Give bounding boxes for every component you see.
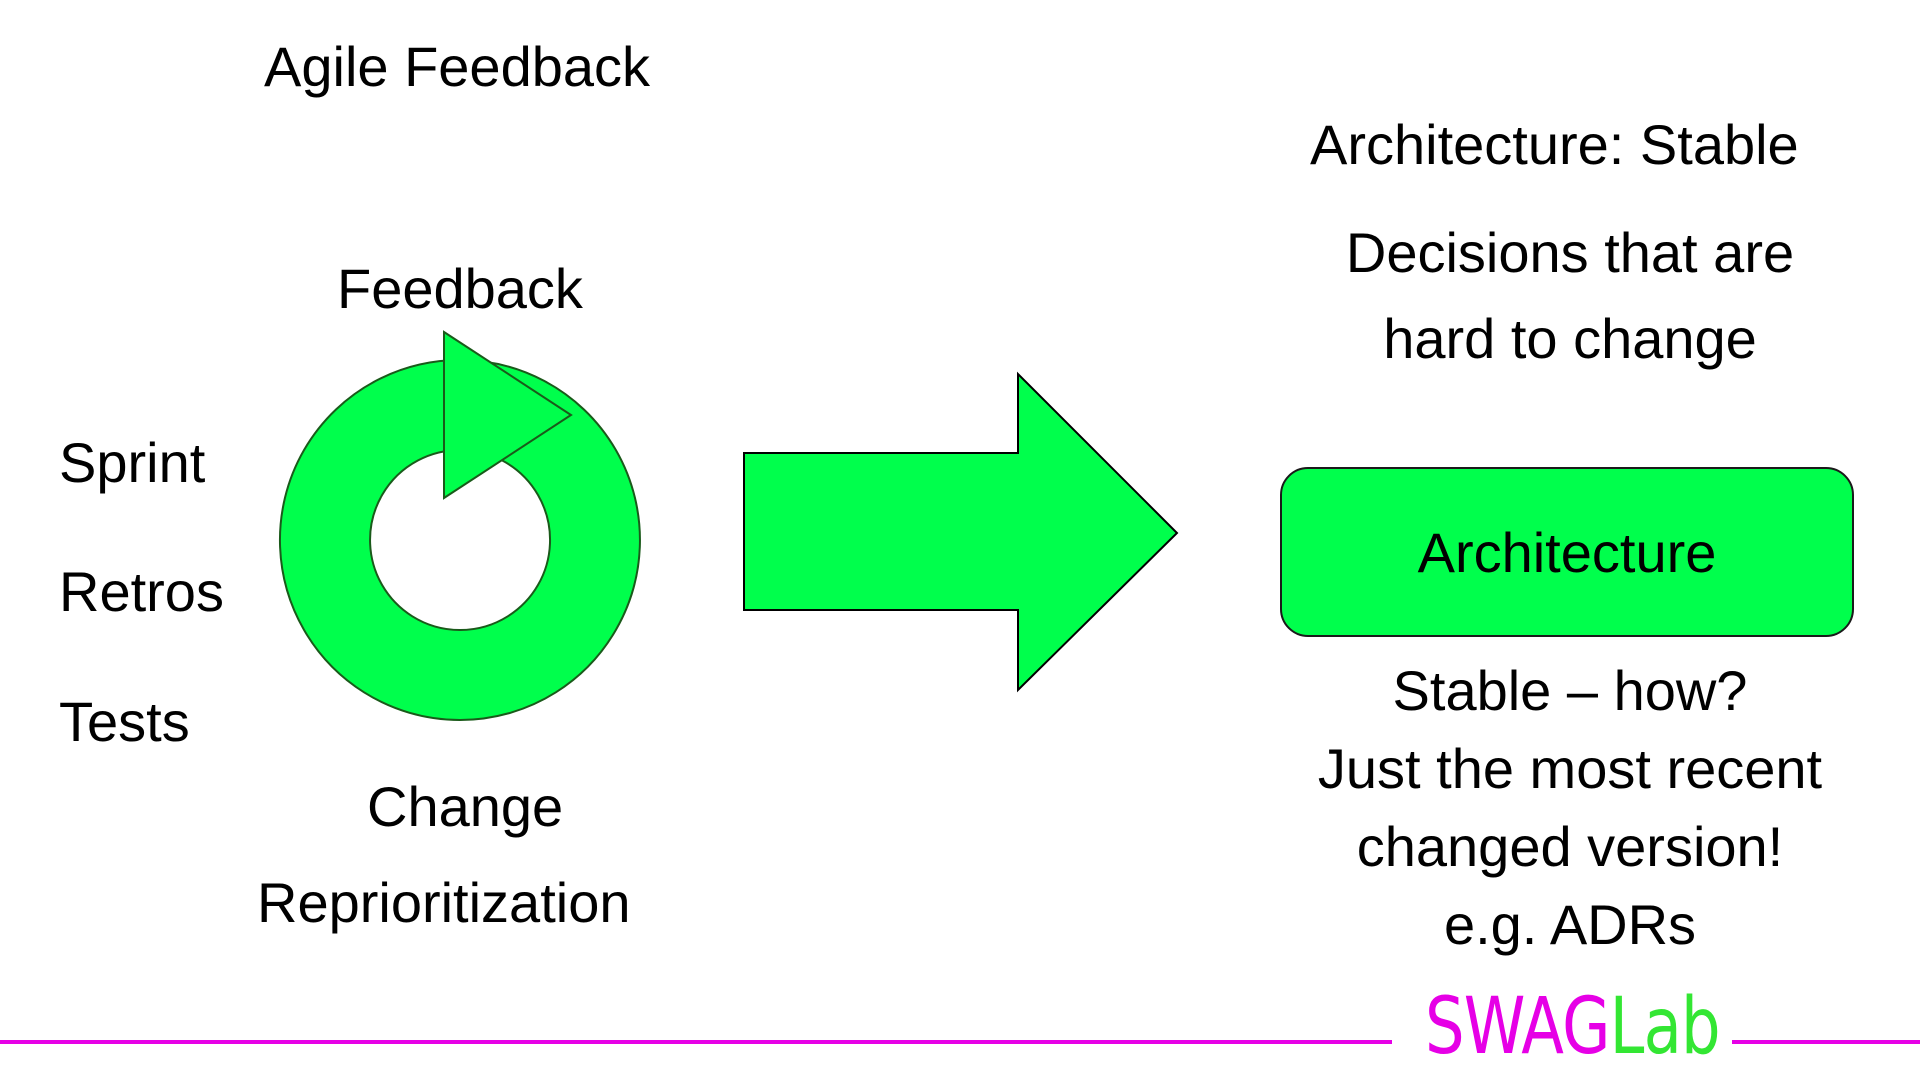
architecture-subtitle: Decisions that are hard to change bbox=[1280, 210, 1860, 382]
loop-side-label-retros: Retros bbox=[59, 560, 224, 623]
subtitle-line: Decisions that are bbox=[1345, 221, 1795, 284]
transition-arrow bbox=[743, 371, 1179, 693]
loop-label-change: Change bbox=[367, 775, 564, 838]
swaglab-logo: SWAGLab bbox=[1425, 988, 1721, 1066]
feedback-cycle-arrowhead bbox=[443, 330, 573, 500]
slide-title: Agile Feedback bbox=[264, 35, 651, 98]
logo-swag-text: SWAG bbox=[1425, 982, 1610, 1072]
note-line: Just the most recent bbox=[1317, 737, 1823, 800]
logo-lab-text: Lab bbox=[1609, 982, 1721, 1072]
note-line: changed version! bbox=[1356, 815, 1784, 878]
loop-side-label-tests: Tests bbox=[59, 690, 190, 753]
subtitle-line: hard to change bbox=[1383, 307, 1757, 370]
feedback-cycle-ring bbox=[279, 359, 641, 721]
note-line: Stable – how? bbox=[1392, 659, 1748, 722]
architecture-notes: Stable – how? Just the most recent chang… bbox=[1280, 652, 1860, 964]
loop-label-reprioritization: Reprioritization bbox=[257, 871, 631, 934]
footer-divider-right bbox=[1732, 1040, 1920, 1044]
loop-side-label-sprint: Sprint bbox=[59, 431, 206, 494]
architecture-heading: Architecture: Stable bbox=[1310, 113, 1799, 176]
architecture-box: Architecture bbox=[1280, 467, 1854, 637]
architecture-box-label: Architecture bbox=[1417, 520, 1717, 584]
loop-label-feedback: Feedback bbox=[337, 257, 583, 320]
footer-divider-left bbox=[0, 1040, 1392, 1044]
note-line: e.g. ADRs bbox=[1443, 893, 1697, 956]
